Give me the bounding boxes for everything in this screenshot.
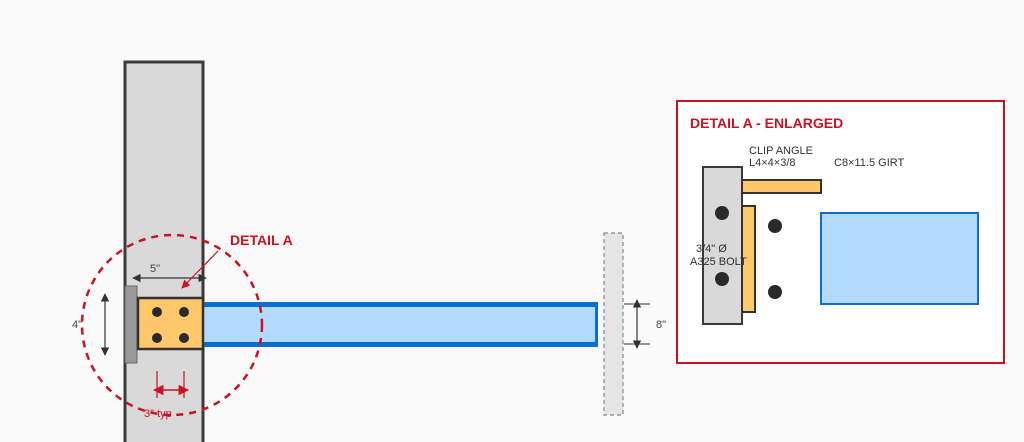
dim-height-label: 4" [72, 319, 82, 331]
detail-clip-angle-leg-vertical [741, 205, 756, 313]
steel-column [123, 60, 205, 442]
detail-leader-arrow [181, 250, 219, 289]
detail-bolt [768, 219, 782, 233]
clip-angle [136, 296, 205, 351]
detail-panel-title: DETAIL A - ENLARGED [690, 115, 843, 131]
bolt [152, 307, 162, 317]
girt-bottom-flange [203, 342, 598, 347]
detail-bolt [715, 206, 729, 220]
bolt-label: 3/4" Ø [696, 243, 727, 255]
detail-callout-circle [80, 233, 264, 417]
clip-angle-size-label: L4×4×3/8 [749, 157, 796, 169]
detail-bolt [715, 272, 729, 286]
column-plate [124, 285, 138, 364]
detail-callout-label: DETAIL A [230, 232, 293, 248]
dim-spacing-label: 3" typ [144, 408, 172, 420]
detail-column [702, 166, 743, 325]
dim-width-label: 5" [150, 263, 160, 275]
girt-top-flange [203, 302, 598, 307]
detail-bolt [768, 285, 782, 299]
c-girt [203, 302, 598, 347]
clip-angle-label: CLIP ANGLE [749, 145, 813, 157]
bolt [179, 307, 189, 317]
far-column-dashed [603, 232, 624, 416]
detail-girt-section [820, 212, 979, 305]
dim-depth-label: 8" [656, 319, 666, 331]
detail-clip-angle-leg-horizontal [741, 179, 822, 194]
girt-end [595, 302, 598, 347]
bolt-group [152, 307, 189, 343]
bolt [152, 333, 162, 343]
bolt-grade-label: A325 BOLT [690, 256, 747, 268]
girt-label: C8×11.5 GIRT [834, 157, 904, 169]
detail-panel: DETAIL A - ENLARGED CLIP ANGLE L4×4×3/8 … [676, 100, 1005, 364]
bolt [179, 333, 189, 343]
